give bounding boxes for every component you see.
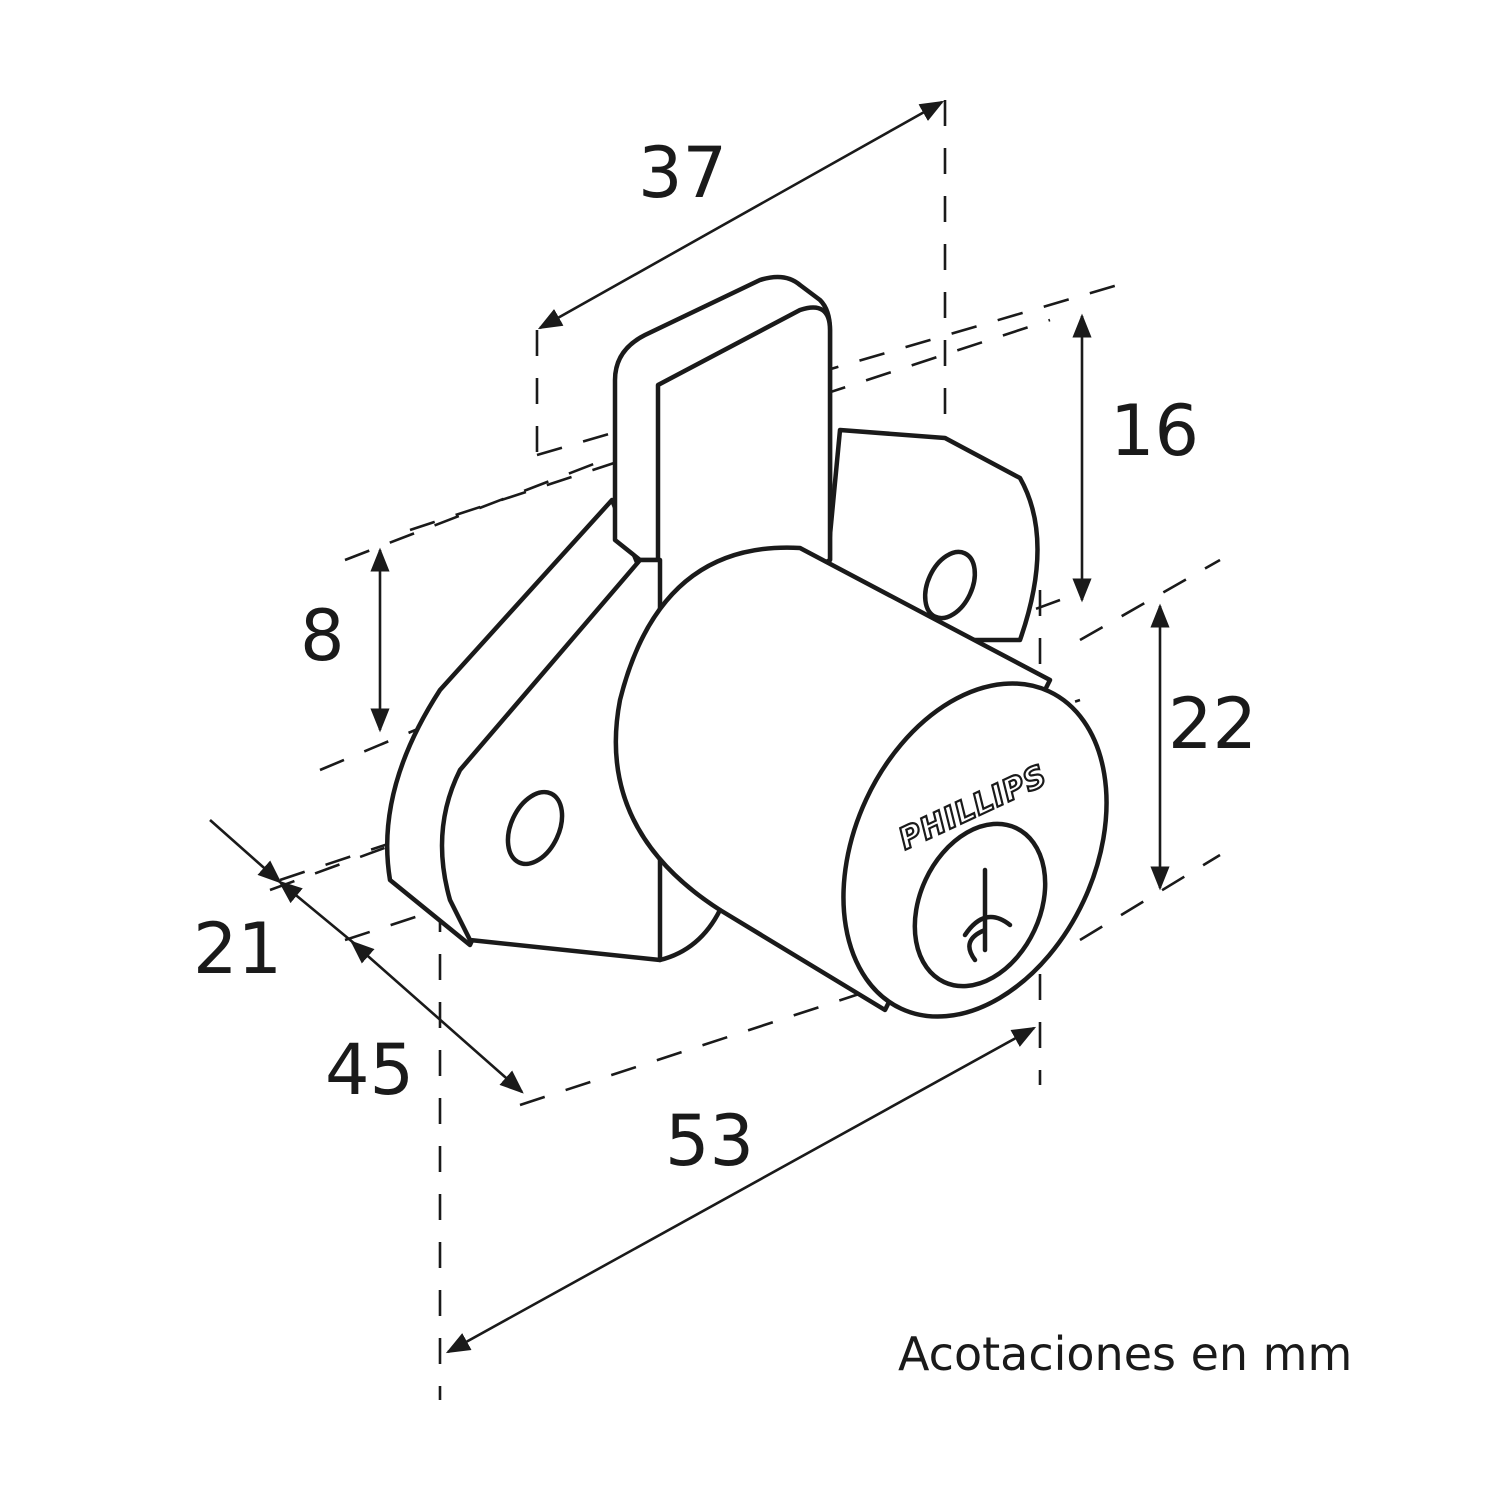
ref-line-22-bottom: [1079, 853, 1221, 942]
front-screw-hole: [505, 789, 565, 867]
ref-line-8-top: [344, 448, 631, 562]
dim-arrow-37: [537, 100, 945, 330]
dim-label-53: 53: [665, 1100, 754, 1182]
dim-arrow-21-outer: [209, 819, 282, 884]
dim-arrow-53: [445, 1026, 1037, 1354]
dim-label-8: 8: [300, 595, 345, 677]
ref-line-22-top: [1079, 558, 1221, 642]
keyway-icon: [962, 867, 1013, 963]
units-note: Acotaciones en mm: [898, 1327, 1352, 1381]
dim-arrow-21: [278, 880, 356, 946]
mounting-plate-front: [439, 557, 663, 963]
rear-screw-hole: [922, 549, 978, 621]
dimension-labels: 37 16 8 22 21 45 53: [193, 132, 1257, 1182]
keyway-ring: [912, 821, 1048, 989]
lock-body: PHILLIPS: [384, 274, 1109, 1019]
cylinder-underside: [657, 907, 723, 963]
dim-label-16: 16: [1110, 390, 1199, 472]
dim-label-45: 45: [325, 1029, 414, 1111]
dim-label-22: 22: [1168, 683, 1257, 765]
cylinder-face: [841, 681, 1109, 1019]
dim-label-21: 21: [193, 908, 282, 990]
dimension-arrows: [209, 100, 1170, 1354]
dim-label-37: 37: [638, 132, 727, 214]
